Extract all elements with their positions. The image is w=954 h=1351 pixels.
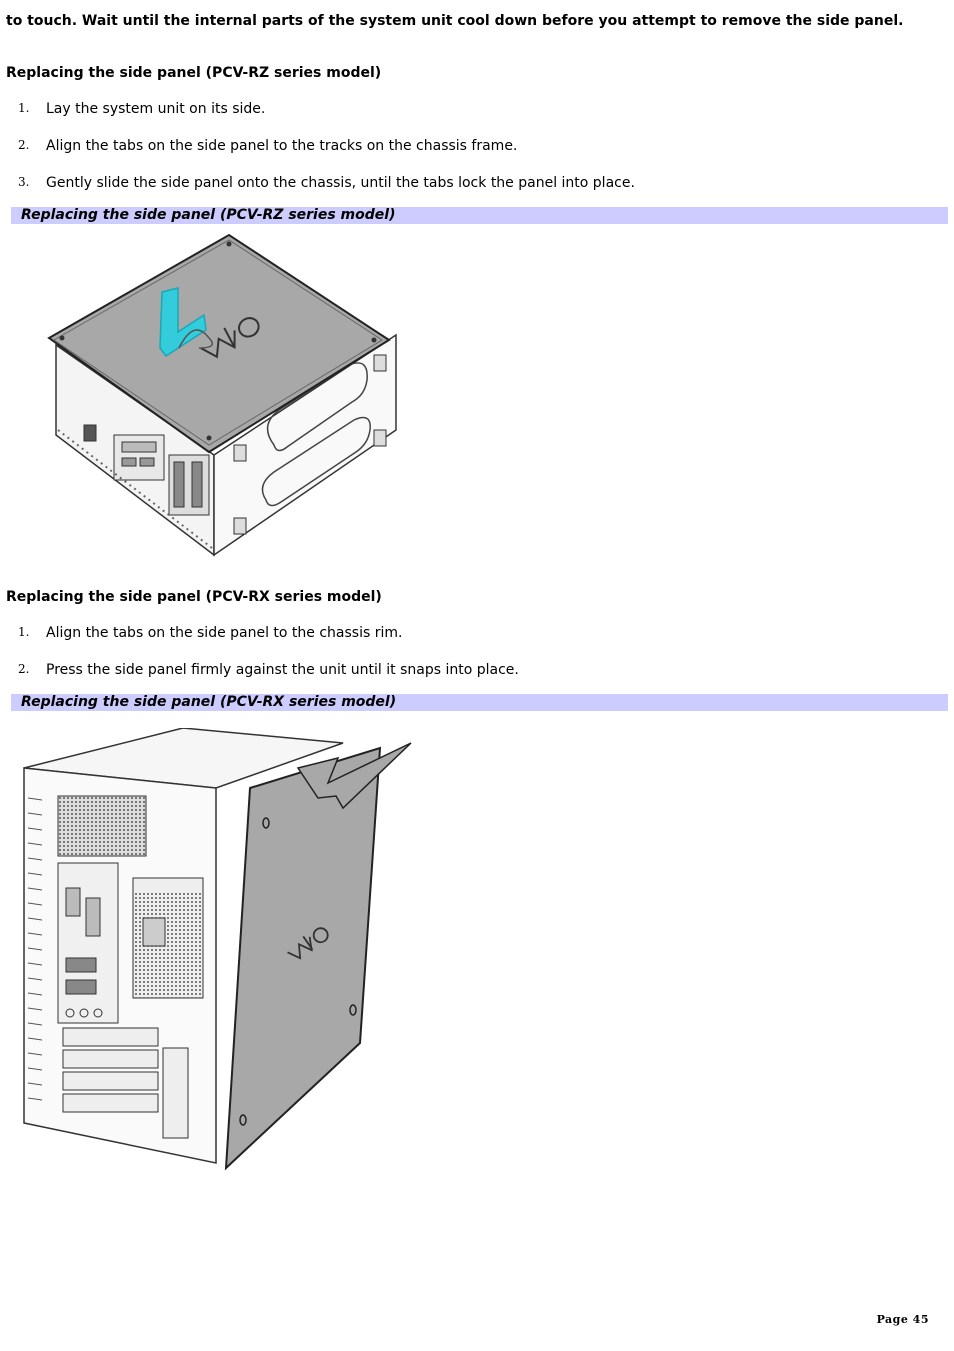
step-rz-1: 1. Lay the system unit on its side.	[18, 100, 265, 118]
section-heading-rz: Replacing the side panel (PCV-RZ series …	[6, 65, 382, 81]
step-rx-2: 2. Press the side panel firmly against th…	[18, 661, 519, 679]
step-number: 2.	[18, 138, 30, 152]
rx-side-panel	[224, 746, 382, 1171]
step-text: Align the tabs on the side panel to the …	[46, 138, 518, 154]
step-number: 3.	[18, 175, 30, 189]
vent-ridges	[27, 797, 43, 1101]
step-rx-1: 1. Align the tabs on the side panel to th…	[18, 624, 402, 642]
step-text: Lay the system unit on its side.	[46, 101, 266, 117]
step-text: Gently slide the side panel onto the cha…	[46, 175, 635, 191]
step-number: 2.	[18, 662, 30, 676]
figure-rx-illustration	[18, 727, 418, 1173]
rz-chassis-drawing	[47, 233, 397, 557]
step-rz-3: 3. Gently slide the side panel onto the c…	[18, 174, 635, 192]
step-text: Press the side panel firmly against the …	[46, 662, 519, 678]
step-number: 1.	[18, 625, 30, 639]
step-rz-2: 2. Align the tabs on the side panel to th…	[18, 137, 517, 155]
figure-rz-illustration	[44, 230, 404, 562]
figure-caption-rx: Replacing the side panel (PCV-RX series …	[11, 694, 948, 711]
step-text: Align the tabs on the side panel to the …	[46, 625, 403, 641]
section-heading-rx: Replacing the side panel (PCV-RX series …	[6, 589, 382, 605]
press-arrow-icon	[296, 742, 412, 810]
page-number: Page 45	[876, 1313, 929, 1326]
intro-warning-text: to touch. Wait until the internal parts …	[6, 13, 904, 29]
figure-caption-rz: Replacing the side panel (PCV-RZ series …	[11, 207, 948, 224]
step-number: 1.	[18, 101, 30, 115]
vaio-logo	[287, 927, 329, 960]
slide-arrow-icon	[159, 287, 207, 358]
rx-tower-drawing	[23, 727, 412, 1171]
vaio-logo	[200, 317, 260, 359]
